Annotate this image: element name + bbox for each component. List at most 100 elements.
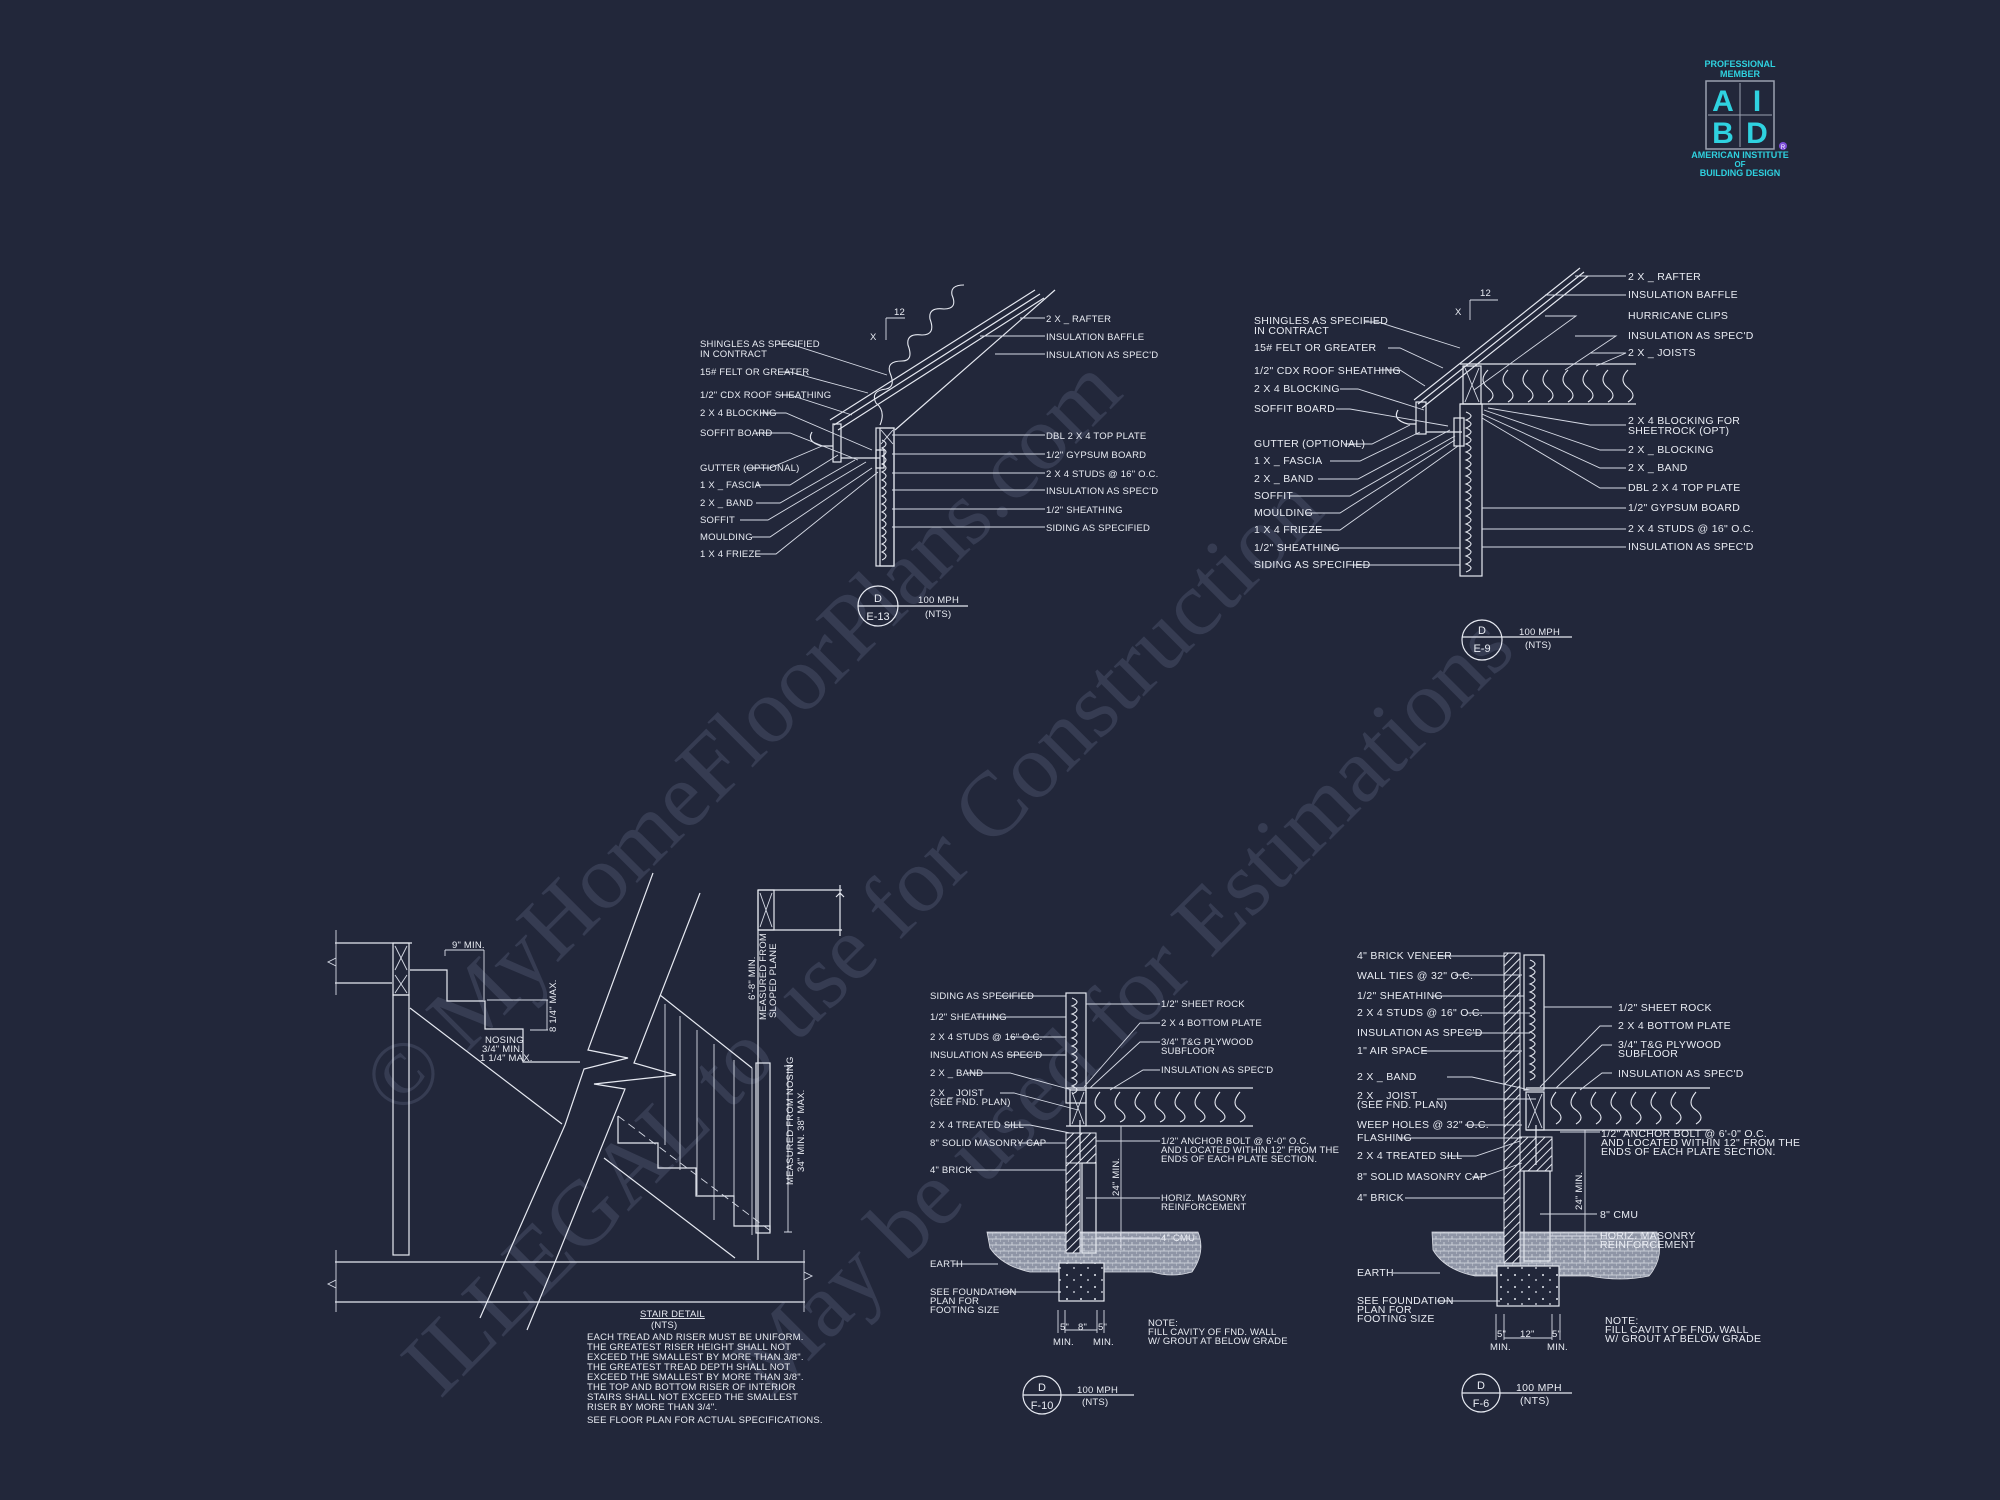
svg-text:SOFFIT BOARD: SOFFIT BOARD	[700, 428, 772, 439]
svg-text:2 X 4 TREATED SILL: 2 X 4 TREATED SILL	[930, 1120, 1024, 1131]
logo-box	[1705, 80, 1775, 150]
svg-text:EXCEED THE SMALLEST BY MORE TH: EXCEED THE SMALLEST BY MORE THAN 3/8".	[587, 1372, 804, 1383]
svg-text:HURRICANE CLIPS: HURRICANE CLIPS	[1628, 310, 1728, 322]
svg-text:MEASURED FROM: MEASURED FROM	[758, 933, 769, 1020]
svg-text:THE GREATEST TREAD DEPTH SHALL: THE GREATEST TREAD DEPTH SHALL NOT	[587, 1362, 790, 1373]
watermark: © MyHomeFloorPlans.com ILLEGAL to use fo…	[342, 337, 1532, 1414]
svg-text:EACH TREAD AND RISER MUST BE U: EACH TREAD AND RISER MUST BE UNIFORM.	[587, 1332, 804, 1343]
svg-text:WALL TIES @ 32" O.C.: WALL TIES @ 32" O.C.	[1357, 970, 1473, 982]
svg-text:SEE FLOOR PLAN FOR ACTUAL SPEC: SEE FLOOR PLAN FOR ACTUAL SPECIFICATIONS…	[587, 1415, 823, 1426]
svg-text:D: D	[1478, 625, 1486, 637]
svg-text:1 X 4 FRIEZE: 1 X 4 FRIEZE	[1254, 524, 1322, 536]
svg-text:15# FELT OR GREATER: 15# FELT OR GREATER	[700, 367, 809, 378]
svg-text:24" MIN.: 24" MIN.	[1111, 1158, 1122, 1196]
svg-text:ENDS OF EACH PLATE SECTION.: ENDS OF EACH PLATE SECTION.	[1601, 1146, 1776, 1158]
svg-text:RISER BY MORE THAN 3/4".: RISER BY MORE THAN 3/4".	[587, 1402, 717, 1413]
svg-text:SHINGLES AS SPECIFIED: SHINGLES AS SPECIFIED	[700, 339, 820, 350]
svg-text:FLASHING: FLASHING	[1357, 1132, 1412, 1144]
svg-text:STAIRS SHALL NOT EXCEED THE SM: STAIRS SHALL NOT EXCEED THE SMALLEST	[587, 1392, 798, 1403]
svg-text:HORIZ. MASONRY: HORIZ. MASONRY	[1600, 1230, 1696, 1242]
registered-mark-icon	[1779, 142, 1787, 150]
svg-text:W/ GROUT AT BELOW GRADE: W/ GROUT AT BELOW GRADE	[1148, 1336, 1288, 1347]
svg-text:SUBFLOOR: SUBFLOOR	[1161, 1046, 1215, 1057]
svg-text:REINFORCEMENT: REINFORCEMENT	[1161, 1202, 1246, 1213]
svg-text:4" CMU: 4" CMU	[1161, 1233, 1195, 1244]
svg-text:SIDING AS SPECIFIED: SIDING AS SPECIFIED	[1046, 523, 1150, 534]
svg-text:2 X 4 STUDS @ 16" O.C.: 2 X 4 STUDS @ 16" O.C.	[1357, 1007, 1483, 1019]
svg-text:ENDS OF EACH PLATE SECTION.: ENDS OF EACH PLATE SECTION.	[1161, 1154, 1317, 1165]
svg-text:X: X	[870, 332, 877, 343]
svg-text:D: D	[874, 593, 882, 605]
eave-detail-e9: X 12	[1254, 267, 1754, 661]
svg-text:FOOTING SIZE: FOOTING SIZE	[1357, 1313, 1435, 1325]
svg-text:2 X 4 STUDS @ 16" O.C.: 2 X 4 STUDS @ 16" O.C.	[1628, 523, 1754, 535]
svg-text:R: R	[1781, 145, 1786, 151]
logo-letter-a: A	[1712, 85, 1734, 118]
svg-text:1/2" GYPSUM BOARD: 1/2" GYPSUM BOARD	[1628, 502, 1740, 514]
svg-text:8": 8"	[1078, 1322, 1087, 1333]
logo-letter-i: I	[1753, 85, 1761, 118]
svg-text:MIN.: MIN.	[1490, 1342, 1511, 1353]
svg-text:1/2" CDX ROOF SHEATHING: 1/2" CDX ROOF SHEATHING	[700, 390, 831, 401]
logo-bottom-line-3: BUILDING DESIGN	[1700, 168, 1781, 178]
svg-text:SIDING AS SPECIFIED: SIDING AS SPECIFIED	[930, 991, 1034, 1002]
svg-text:REINFORCEMENT: REINFORCEMENT	[1600, 1239, 1696, 1251]
svg-text:PLAN FOR: PLAN FOR	[1357, 1304, 1412, 1316]
svg-text:15# FELT OR GREATER: 15# FELT OR GREATER	[1254, 342, 1377, 354]
svg-text:SEE FOUNDATION: SEE FOUNDATION	[930, 1287, 1017, 1298]
svg-text:SHEETROCK (OPT): SHEETROCK (OPT)	[1628, 425, 1729, 437]
svg-text:1" AIR SPACE: 1" AIR SPACE	[1357, 1045, 1428, 1057]
svg-text:MOULDING: MOULDING	[700, 532, 753, 543]
svg-text:F-10: F-10	[1031, 1400, 1054, 1412]
svg-text:MIN.: MIN.	[1093, 1337, 1114, 1348]
svg-text:2 X 4 TREATED SILL: 2 X 4 TREATED SILL	[1357, 1150, 1462, 1162]
svg-text:SOFFIT: SOFFIT	[700, 515, 735, 526]
svg-text:12": 12"	[1520, 1329, 1535, 1340]
svg-text:SEE FOUNDATION: SEE FOUNDATION	[1357, 1295, 1454, 1307]
svg-text:2 X _ BAND: 2 X _ BAND	[700, 498, 753, 509]
svg-text:INSULATION BAFFLE: INSULATION BAFFLE	[1628, 289, 1738, 301]
svg-text:IN CONTRACT: IN CONTRACT	[1254, 325, 1329, 337]
svg-text:MIN.: MIN.	[1547, 1342, 1568, 1353]
svg-text:4" BRICK: 4" BRICK	[1357, 1192, 1404, 1204]
svg-text:(NTS): (NTS)	[1525, 640, 1551, 651]
svg-text:5": 5"	[1497, 1329, 1506, 1340]
svg-text:5": 5"	[1552, 1329, 1561, 1340]
svg-text:2 X 4 BLOCKING: 2 X 4 BLOCKING	[1254, 383, 1340, 395]
svg-text:SOFFIT BOARD: SOFFIT BOARD	[1254, 403, 1335, 415]
svg-text:8 1/4" MAX.: 8 1/4" MAX.	[548, 979, 559, 1032]
svg-text:SIDING AS SPECIFIED: SIDING AS SPECIFIED	[1254, 559, 1371, 571]
svg-text:1/2" SHEATHING: 1/2" SHEATHING	[1357, 990, 1443, 1002]
svg-text:F-6: F-6	[1473, 1398, 1490, 1410]
logo-bottom-line-1: AMERICAN INSTITUTE	[1691, 150, 1789, 160]
svg-text:NOTE:: NOTE:	[1148, 1318, 1178, 1329]
svg-text:EARTH: EARTH	[930, 1259, 963, 1270]
svg-text:9" MIN.: 9" MIN.	[452, 940, 485, 951]
svg-text:3/4" MIN.: 3/4" MIN.	[482, 1044, 523, 1055]
svg-text:(SEE FND. PLAN): (SEE FND. PLAN)	[930, 1097, 1011, 1108]
svg-text:THE TOP AND BOTTOM RISER OF IN: THE TOP AND BOTTOM RISER OF INTERIOR	[587, 1382, 796, 1393]
svg-text:2 X 4 STUDS @ 16" O.C.: 2 X 4 STUDS @ 16" O.C.	[930, 1032, 1042, 1043]
svg-text:2 X _ BAND: 2 X _ BAND	[1254, 473, 1314, 485]
svg-text:SLOPED PLANE: SLOPED PLANE	[768, 943, 779, 1018]
svg-text:E-9: E-9	[1473, 643, 1490, 655]
svg-text:(SEE FND. PLAN): (SEE FND. PLAN)	[1357, 1099, 1447, 1111]
foundation-detail-f6: 24" MIN. 5" 12" 5" MIN. MIN. 4" BRICK VE…	[1357, 950, 1800, 1413]
svg-text:D: D	[1038, 1382, 1046, 1394]
svg-text:2 X _ BAND: 2 X _ BAND	[1357, 1071, 1417, 1083]
svg-text:1/2" SHEATHING: 1/2" SHEATHING	[930, 1012, 1007, 1023]
svg-text:EXCEED THE SMALLEST BY MORE TH: EXCEED THE SMALLEST BY MORE THAN 3/8".	[587, 1352, 804, 1363]
svg-text:2 X 4 BOTTOM PLATE: 2 X 4 BOTTOM PLATE	[1618, 1020, 1731, 1032]
svg-text:2 X 4 STUDS @ 16" O.C.: 2 X 4 STUDS @ 16" O.C.	[1046, 469, 1158, 480]
svg-text:1/2" GYPSUM BOARD: 1/2" GYPSUM BOARD	[1046, 450, 1146, 461]
svg-text:AND LOCATED WITHIN 12" FROM TH: AND LOCATED WITHIN 12" FROM THE	[1601, 1137, 1800, 1149]
svg-text:1/2" SHEET ROCK: 1/2" SHEET ROCK	[1161, 999, 1245, 1010]
svg-text:AND LOCATED WITHIN 12" FROM TH: AND LOCATED WITHIN 12" FROM THE	[1161, 1145, 1339, 1156]
svg-text:100 MPH: 100 MPH	[1516, 1382, 1562, 1394]
svg-text:INSULATION AS SPEC'D: INSULATION AS SPEC'D	[1046, 350, 1158, 361]
detail-tag-f10: D F-10 100 MPH (NTS)	[1022, 1375, 1134, 1415]
svg-text:(NTS): (NTS)	[1520, 1395, 1550, 1407]
svg-text:100 MPH: 100 MPH	[1077, 1385, 1118, 1396]
svg-text:2 X _ JOISTS: 2 X _ JOISTS	[1628, 347, 1696, 359]
